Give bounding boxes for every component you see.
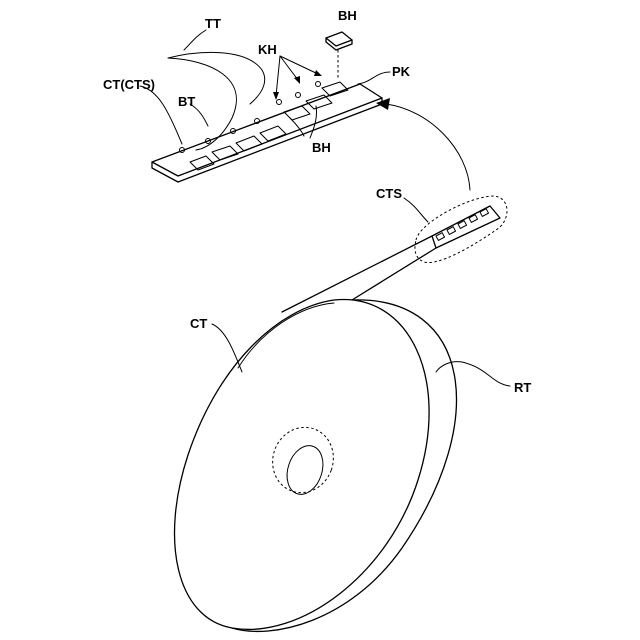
tape-reel <box>175 299 457 631</box>
label-pk: PK <box>392 64 411 79</box>
leader-rt <box>436 362 510 386</box>
leader-kh-3 <box>280 56 318 74</box>
label-tt: TT <box>205 16 221 31</box>
leader-ct-cts <box>140 86 182 144</box>
label-ct-cts: CT(CTS) <box>103 77 155 92</box>
tape-end-segment <box>432 206 500 248</box>
leader-kh-2 <box>280 56 298 80</box>
label-cts: CTS <box>376 186 402 201</box>
label-ct: CT <box>190 316 207 331</box>
label-rt: RT <box>514 380 531 395</box>
reel-front-face <box>175 299 430 629</box>
carrier-tape-strip <box>282 196 507 312</box>
label-bh-top: BH <box>338 8 357 23</box>
electronic-component <box>326 32 352 80</box>
leader-tt <box>184 30 206 50</box>
label-bh-bottom: BH <box>312 140 331 155</box>
enlarge-arrow-line <box>386 104 470 190</box>
enlarge-arrow <box>376 98 470 190</box>
label-bt: BT <box>178 94 195 109</box>
leader-kh-1 <box>276 56 280 96</box>
label-kh: KH <box>258 42 277 57</box>
leader-pk <box>358 72 390 84</box>
leader-cts <box>404 198 428 222</box>
